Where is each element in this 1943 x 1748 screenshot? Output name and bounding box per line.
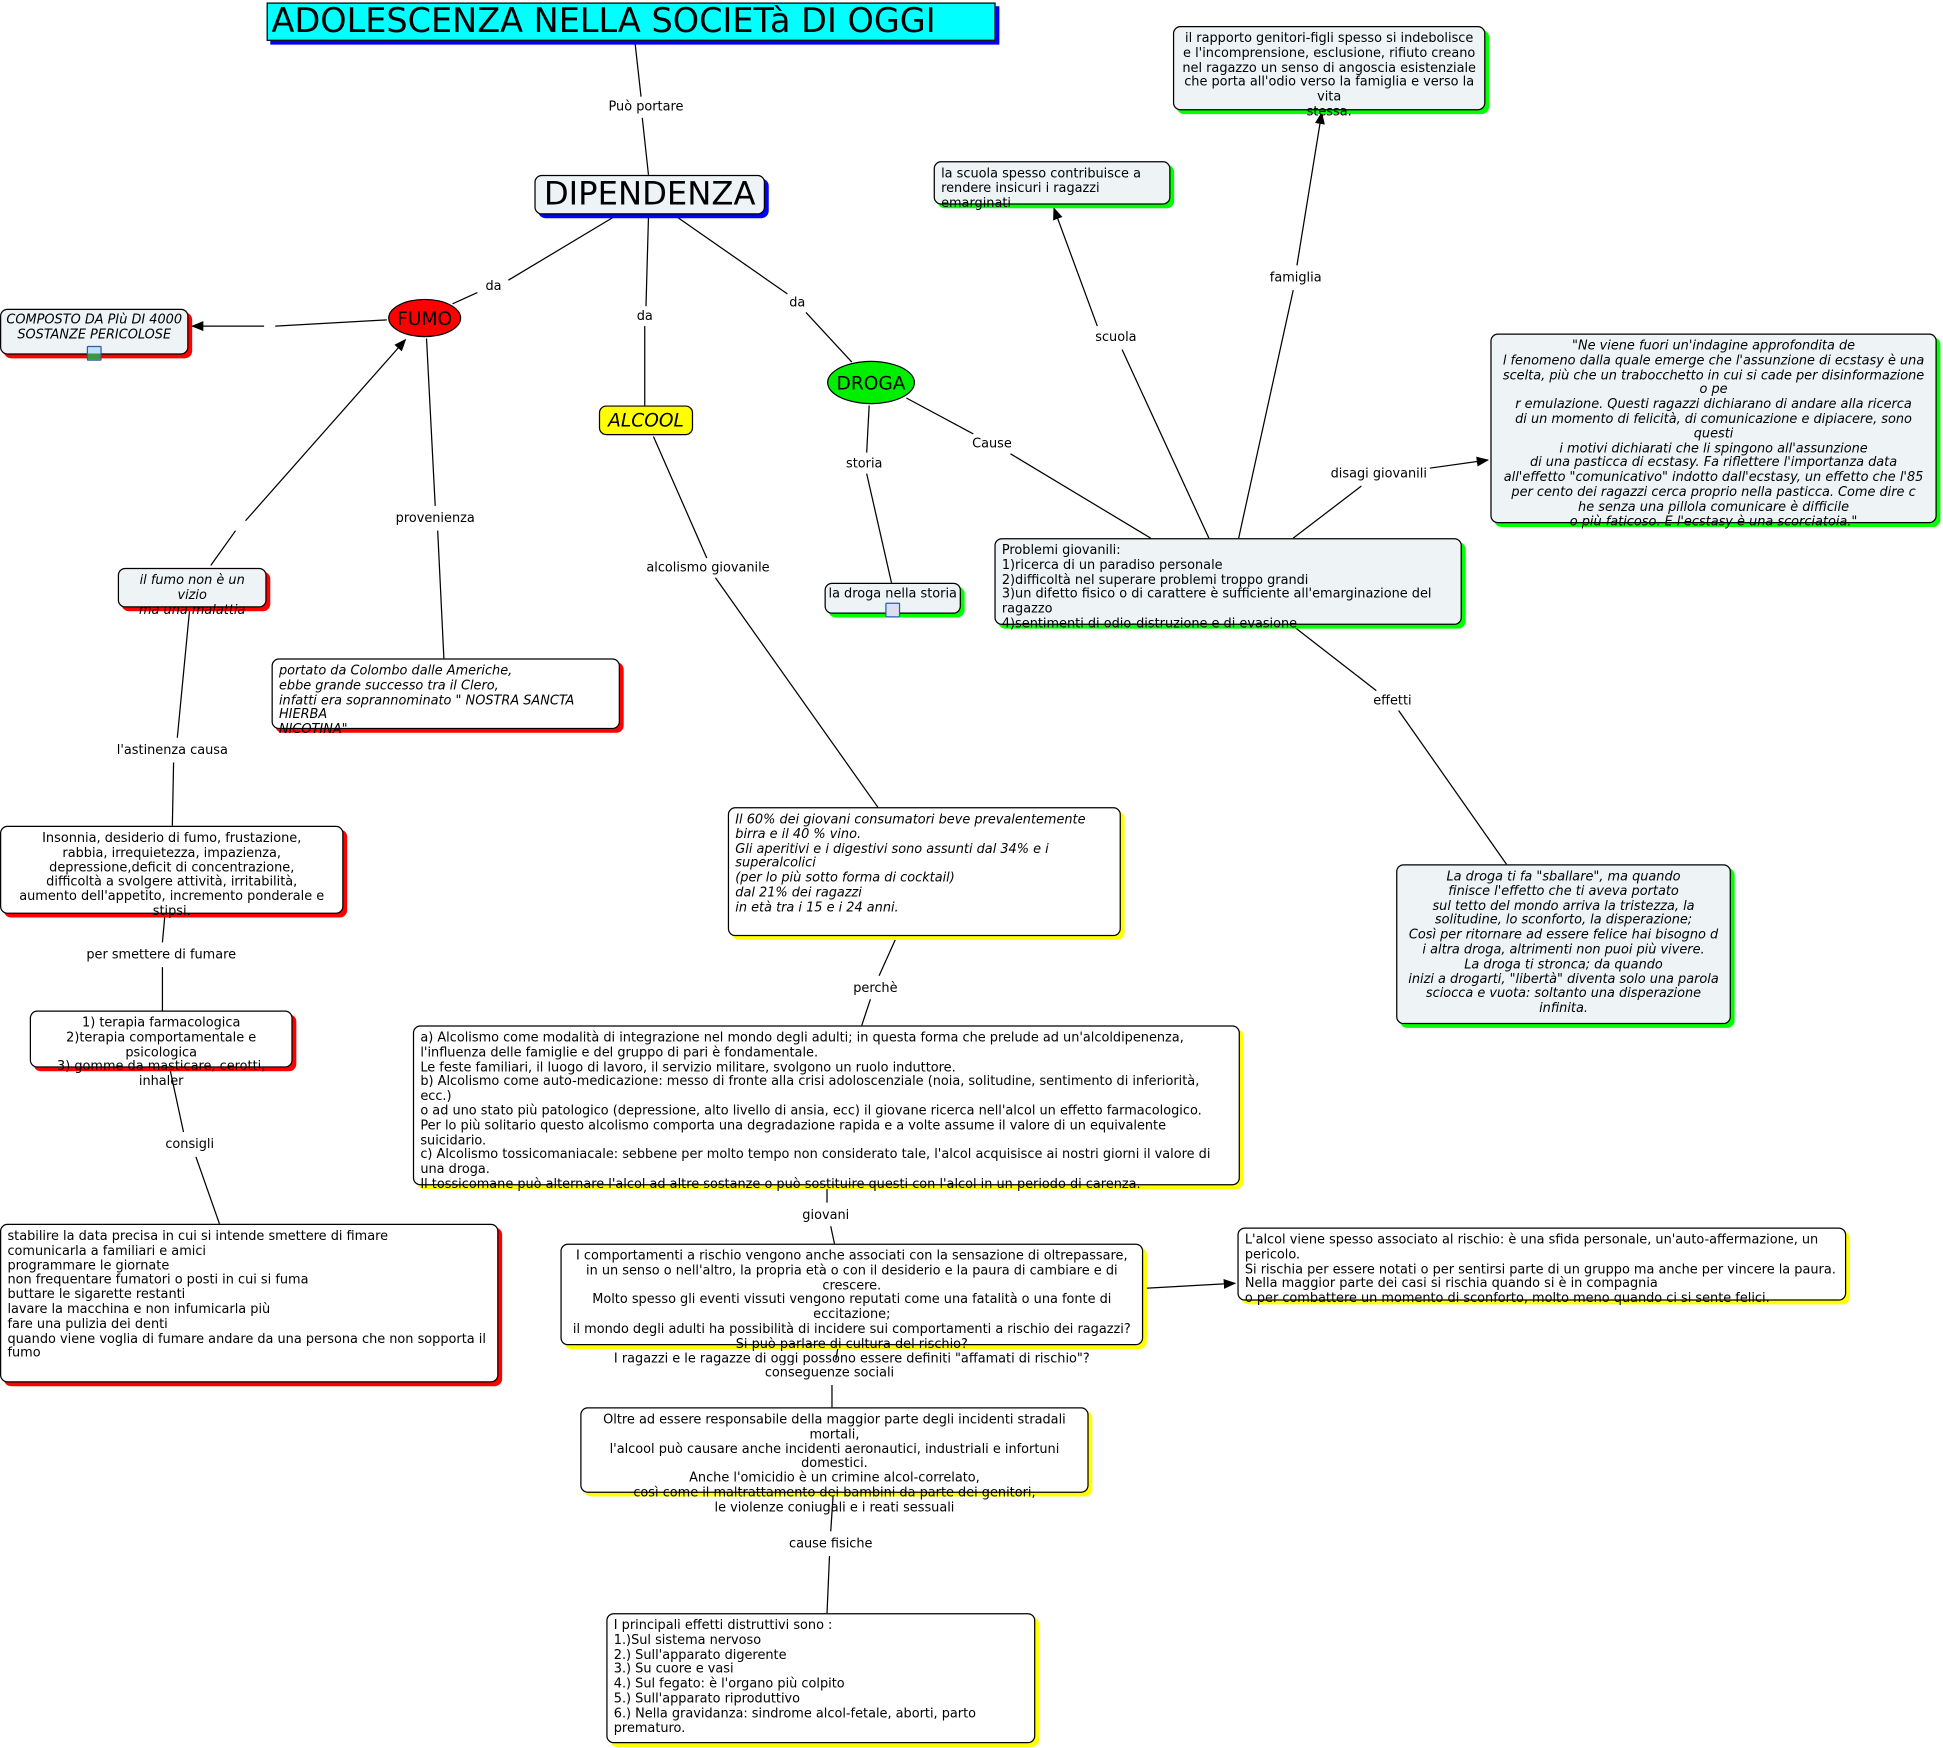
link-label-storia: storia: [843, 456, 885, 472]
link-label-famiglia: famiglia: [1267, 270, 1325, 286]
node-effetti-distruttivi[interactable]: I principali effetti distruttivi sono : …: [606, 1613, 1036, 1744]
node-vizio[interactable]: il fumo non è un vizio ma una malattia: [117, 567, 267, 617]
node-colombo[interactable]: portato da Colombo dalle Americhe, ebbe …: [271, 658, 620, 737]
node-sessanta-percento[interactable]: Il 60% dei giovani consumatori beve prev…: [727, 807, 1121, 937]
node-sballare[interactable]: La droga ti fa "sballare", ma quando fin…: [1396, 864, 1731, 1025]
link-label-conseguenze: conseguenze sociali: [762, 1365, 897, 1381]
link-label-da-droga: da: [786, 295, 808, 310]
image-icon[interactable]: [86, 345, 102, 361]
link-label-cause-fisiche: cause fisiche: [786, 1536, 875, 1552]
node-comportamenti[interactable]: I comportamenti a rischio vengono anche …: [560, 1243, 1144, 1366]
link-label-alcolismo-giovanile: alcolismo giovanile: [643, 560, 773, 576]
node-scuola[interactable]: la scuola spesso contribuisce a rendere …: [933, 161, 1171, 210]
link-label-provenienza: provenienza: [393, 510, 478, 526]
title-text: ADOLESCENZA NELLA SOCIETà DI OGGI: [271, 2, 936, 41]
node-problemi-giovanili[interactable]: Problemi giovanili: 1)ricerca di un para…: [994, 538, 1462, 631]
composto-text: COMPOSTO DA PIù DI 4000 SOSTANZE PERICOL…: [6, 312, 183, 342]
node-alcool[interactable]: ALCOOL: [598, 405, 694, 436]
link-label-smettere: per smettere di fumare: [83, 947, 239, 963]
link-label-consigli: consigli: [162, 1136, 217, 1152]
link-label-da-fumo: da: [482, 278, 504, 294]
node-droga[interactable]: DROGA: [827, 360, 916, 405]
node-droga-storia[interactable]: la droga nella storia: [824, 582, 961, 618]
node-composto[interactable]: COMPOSTO DA PIù DI 4000 SOSTANZE PERICOL…: [0, 308, 189, 361]
link-label-scuola: scuola: [1092, 329, 1140, 345]
link-label-cause: Cause: [969, 436, 1015, 452]
link-label-perche: perchè: [850, 980, 901, 996]
link-label-disagi: disagi giovanili: [1328, 466, 1430, 482]
storia-text: la droga nella storia: [828, 586, 957, 602]
node-ecstasy-quote[interactable]: "Ne viene fuori un'indagine approfondita…: [1490, 333, 1937, 529]
node-conseguenze[interactable]: Oltre ad essere responsabile della maggi…: [580, 1407, 1089, 1515]
node-terapia[interactable]: 1) terapia farmacologica 2)terapia compo…: [29, 1010, 293, 1089]
link-label-giovani: giovani: [799, 1207, 852, 1223]
node-dipendenza[interactable]: DIPENDENZA: [534, 174, 766, 215]
node-insonnia[interactable]: Insonnia, desiderio di fumo, frustazione…: [0, 825, 344, 919]
node-alcolismo-tipi[interactable]: a) Alcolismo come modalità di integrazio…: [412, 1025, 1240, 1191]
link-label-effetti: effetti: [1370, 693, 1415, 708]
node-consigli[interactable]: stabilire la data precisa in cui si inte…: [0, 1223, 499, 1383]
node-rischio[interactable]: L'alcol viene spesso associato al rischi…: [1237, 1227, 1847, 1306]
title-node[interactable]: ADOLESCENZA NELLA SOCIETà DI OGGI: [266, 2, 996, 41]
node-fumo[interactable]: FUMO: [388, 298, 462, 338]
link-label-da-alcool: da: [634, 308, 656, 324]
link-label-puo-portare: Può portare: [606, 99, 686, 115]
document-icon[interactable]: [885, 602, 901, 618]
link-label-astinenza: l'astinenza causa: [114, 742, 231, 758]
node-famiglia[interactable]: il rapporto genitori-figli spesso si ind…: [1172, 26, 1486, 119]
